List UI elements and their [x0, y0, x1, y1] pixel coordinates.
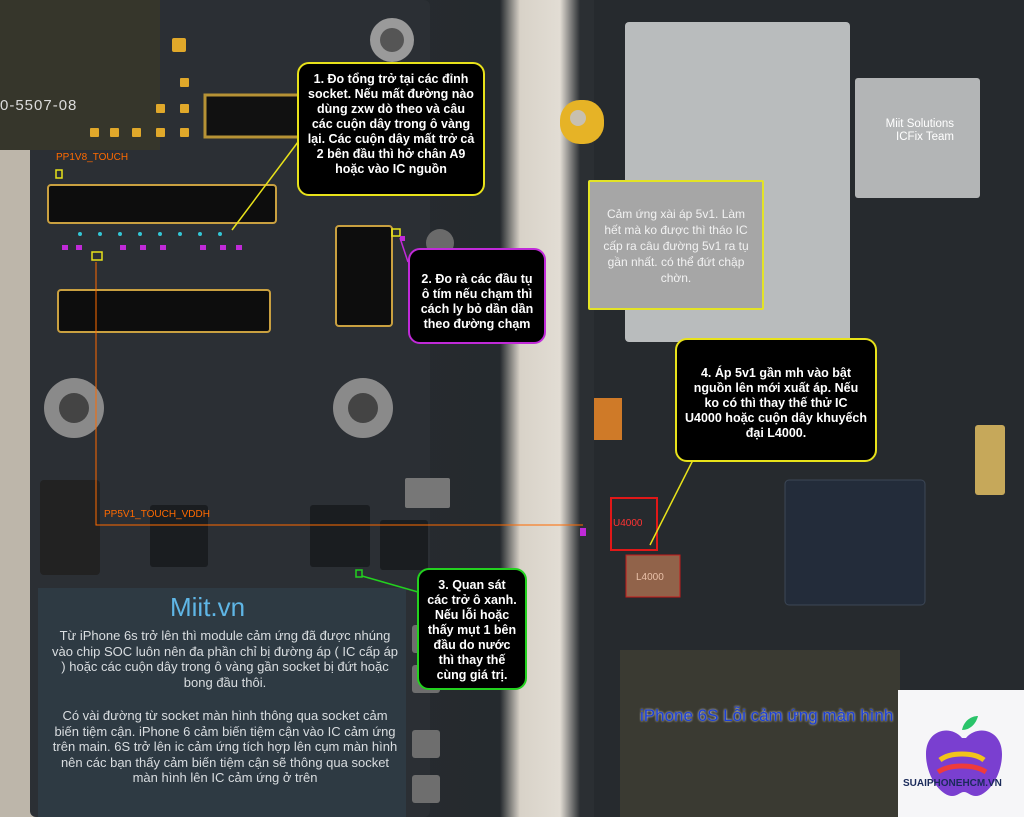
callout-step-3: 3. Quan sát các trở ô xanh. Nếu lỗi hoặc…: [417, 568, 527, 690]
left-board-corner: [0, 0, 160, 150]
yellow-coil-markers: [55, 169, 401, 578]
gold-pads: [90, 38, 189, 137]
site-url: SUAIPHONEHCM.VN: [903, 778, 1002, 789]
side-socket: [335, 225, 393, 327]
watermark-title: iPhone 6S Lỗi cảm ứng màn hình: [640, 706, 894, 725]
callout-note-5v1: Cảm ứng xài áp 5v1. Làm hết mà ko được t…: [588, 180, 764, 310]
cyan-test-points: [78, 232, 222, 236]
label-l4000: L4000: [636, 572, 664, 583]
soc-chip: [784, 479, 926, 606]
info-paragraph-2: Có vài đường từ socket màn hình thông qu…: [52, 708, 398, 785]
gold-tab-hole: [570, 110, 586, 126]
team-line-2: ICFix Team: [896, 131, 954, 143]
info-paragraph-1: Từ iPhone 6s trở lên thì module cảm ứng …: [51, 628, 399, 690]
lower-chips: [40, 478, 450, 575]
purple-cap-markers: [62, 236, 586, 536]
label-u4000: U4000: [613, 518, 643, 529]
orange-component: [594, 398, 622, 440]
small-shield: [855, 78, 980, 198]
rainbow-apple-logo: [926, 716, 1002, 796]
top-connector: [203, 93, 302, 139]
net-label-pp5v1-vddh: PP5V1_TOUCH_VDDH: [104, 509, 210, 520]
l4000-marker: [625, 554, 681, 598]
callout-step-2: 2. Đo rà các đầu tụ ô tím nếu chạm thì c…: [408, 248, 546, 344]
callout-step-4: 4. Áp 5v1 gần mh vào bật nguồn lên mới x…: [675, 338, 877, 462]
display-socket: [47, 184, 277, 224]
right-gold-pad: [975, 425, 1005, 495]
bga-area: [620, 650, 900, 817]
team-line-1: Miit Solutions: [885, 118, 954, 130]
callout-leaders: [231, 141, 695, 593]
info-panel-bg: [38, 588, 406, 817]
screw-holes: [44, 18, 454, 438]
part-number: 0-5507-08: [0, 97, 78, 114]
callout-step-1: 1. Đo tổng trở tại các đỉnh socket. Nếu …: [297, 62, 485, 196]
lower-socket: [57, 289, 271, 333]
brand-miit: Miit.vn: [170, 592, 246, 622]
orange-trace: [95, 262, 583, 526]
u4000-marker: [610, 497, 658, 551]
net-label-pp1v8-touch: PP1V8_TOUCH: [56, 152, 129, 163]
